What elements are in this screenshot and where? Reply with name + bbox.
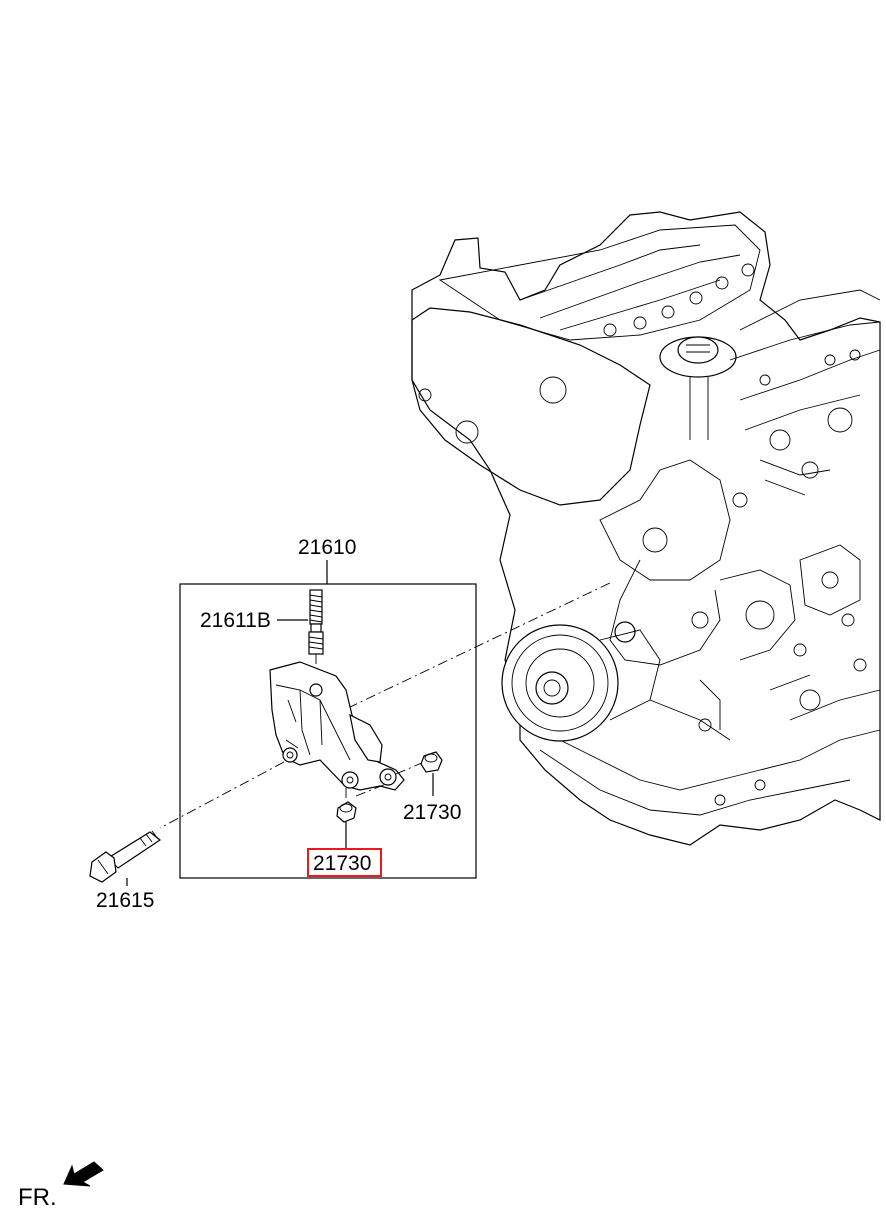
- bolt-part[interactable]: [89, 761, 285, 883]
- nut-right-part[interactable]: [395, 751, 443, 775]
- engine-illustration: [411, 211, 881, 846]
- label-assembly: 21610: [298, 536, 356, 559]
- assembly-box: [179, 583, 477, 879]
- stud-part[interactable]: [308, 589, 324, 655]
- leader-lines: [126, 560, 434, 886]
- label-nut-highlighted[interactable]: 21730: [313, 852, 371, 875]
- nut-lower-part[interactable]: [336, 783, 387, 823]
- label-nut-right: 21730: [403, 801, 461, 824]
- label-bolt: 21615: [96, 889, 154, 912]
- highlight-box: [307, 848, 382, 877]
- front-direction-label: FR.: [18, 1184, 57, 1211]
- front-direction-arrow-icon: [63, 1161, 104, 1187]
- bracket-part[interactable]: [269, 661, 405, 791]
- label-stud: 21611B: [200, 609, 271, 632]
- mounting-centerline: [347, 581, 613, 709]
